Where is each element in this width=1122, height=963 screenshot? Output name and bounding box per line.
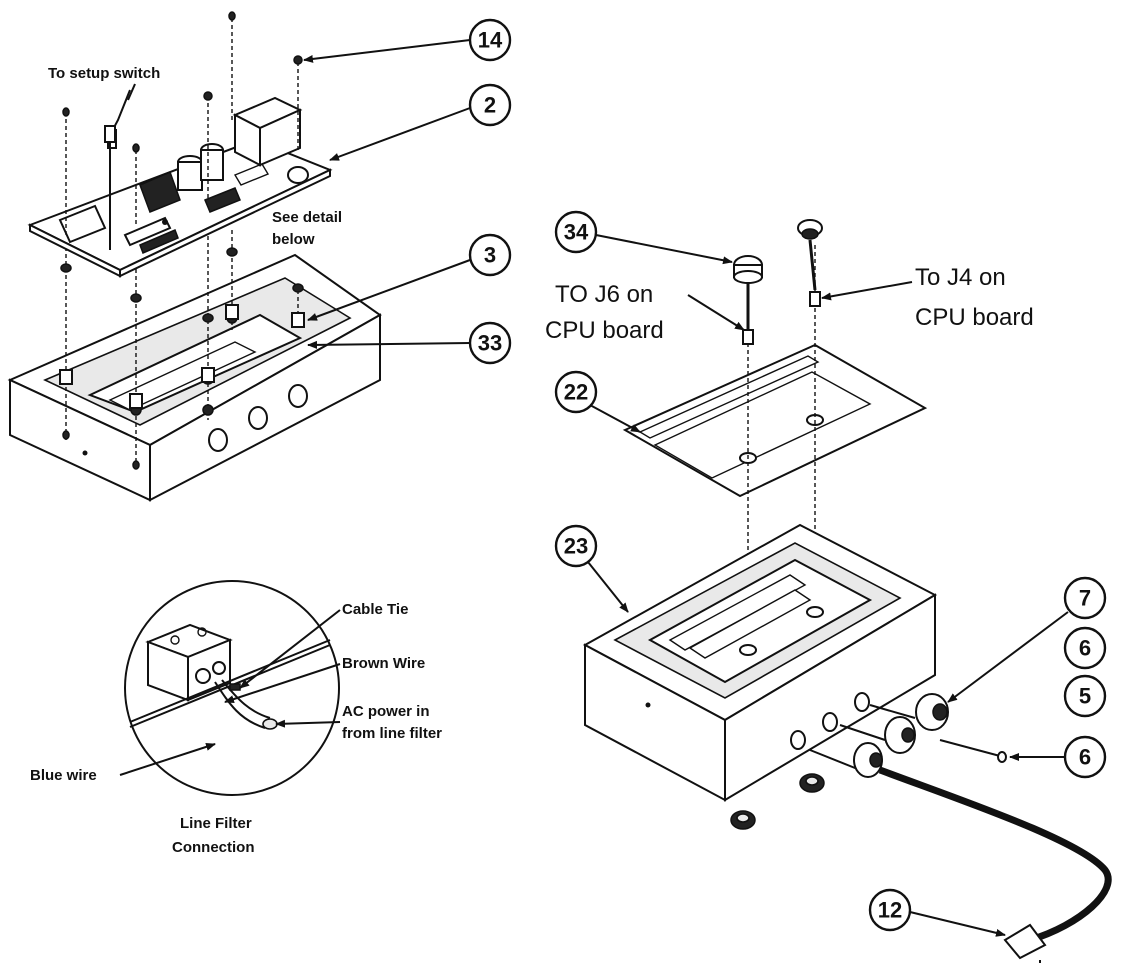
- setup-switch-leader: [127, 83, 136, 101]
- callout-6-upper-circle: [1063, 626, 1107, 670]
- callout-3: 3: [484, 243, 496, 268]
- label-ac-power: AC power in: [342, 703, 430, 720]
- label-line-filter-connection: Connection: [172, 839, 255, 856]
- callout-6-lower: 6: [1079, 745, 1091, 770]
- label-to-j4: To J4 on: [915, 264, 1006, 291]
- callout-34-leader: [595, 234, 733, 265]
- board-standoffs: [59, 215, 305, 470]
- left-enclosure-base: [7, 253, 382, 502]
- label-see-detail: See detail: [272, 209, 342, 226]
- callout-14-leader: [303, 39, 471, 63]
- label-cable-tie: Cable Tie: [342, 601, 408, 618]
- board-screws: [62, 11, 303, 250]
- callout-22-leader: [589, 404, 641, 433]
- callout-2: 2: [484, 93, 496, 118]
- callout-34: 34: [564, 220, 589, 245]
- callout-7-circle: [1063, 576, 1107, 620]
- label-brown-wire: Brown Wire: [342, 655, 425, 672]
- callout-3-circle: [468, 233, 512, 277]
- callout-7: 7: [1079, 586, 1091, 611]
- blue-wire-leader: [119, 742, 216, 776]
- callout-14: 14: [478, 28, 503, 53]
- to-j4-leader: [821, 281, 913, 301]
- label-line-filter: Line Filter: [180, 815, 252, 832]
- callout-3-leader: [307, 259, 471, 321]
- callout-33: 33: [478, 331, 502, 356]
- cable-connectors: [733, 219, 823, 345]
- callout-34-circle: [554, 210, 598, 254]
- callout-5: 5: [1079, 684, 1091, 709]
- brown-wire-leader: [224, 663, 341, 703]
- callout-5-circle: [1063, 674, 1107, 718]
- callout-23-leader: [587, 561, 629, 613]
- base-housing-23: [582, 523, 938, 830]
- callout-6-upper: 6: [1079, 636, 1091, 661]
- callout-12-leader: [909, 911, 1006, 937]
- callout-2-circle: [468, 83, 512, 127]
- label-see-detail-below: below: [272, 231, 315, 248]
- callout-23: 23: [564, 534, 588, 559]
- to-j6-leader: [687, 294, 745, 331]
- callout-7-leader: [947, 611, 1069, 703]
- cover-plate-22: [622, 343, 928, 498]
- callout-2-leader: [329, 107, 471, 161]
- label-to-j4-cpu: CPU board: [915, 304, 1034, 331]
- callout-12: 12: [878, 898, 902, 923]
- label-ac-power-source: from line filter: [342, 725, 442, 742]
- label-to-j6-cpu: CPU board: [545, 317, 664, 344]
- callout-22-circle: [554, 370, 598, 414]
- callout-33-leader: [307, 340, 471, 349]
- label-blue-wire: Blue wire: [30, 767, 97, 784]
- cable-tie-leader: [239, 609, 341, 689]
- pcb-board: [27, 96, 333, 278]
- label-setup-switch: To setup switch: [48, 65, 160, 82]
- ac-power-leader: [275, 719, 341, 728]
- callout-23-circle: [554, 524, 598, 568]
- callout-22: 22: [564, 380, 588, 405]
- line-filter-detail: [124, 580, 340, 796]
- callout-12-circle: [868, 888, 912, 932]
- cable-glands: [809, 693, 1112, 963]
- label-to-j6: TO J6 on: [555, 281, 653, 308]
